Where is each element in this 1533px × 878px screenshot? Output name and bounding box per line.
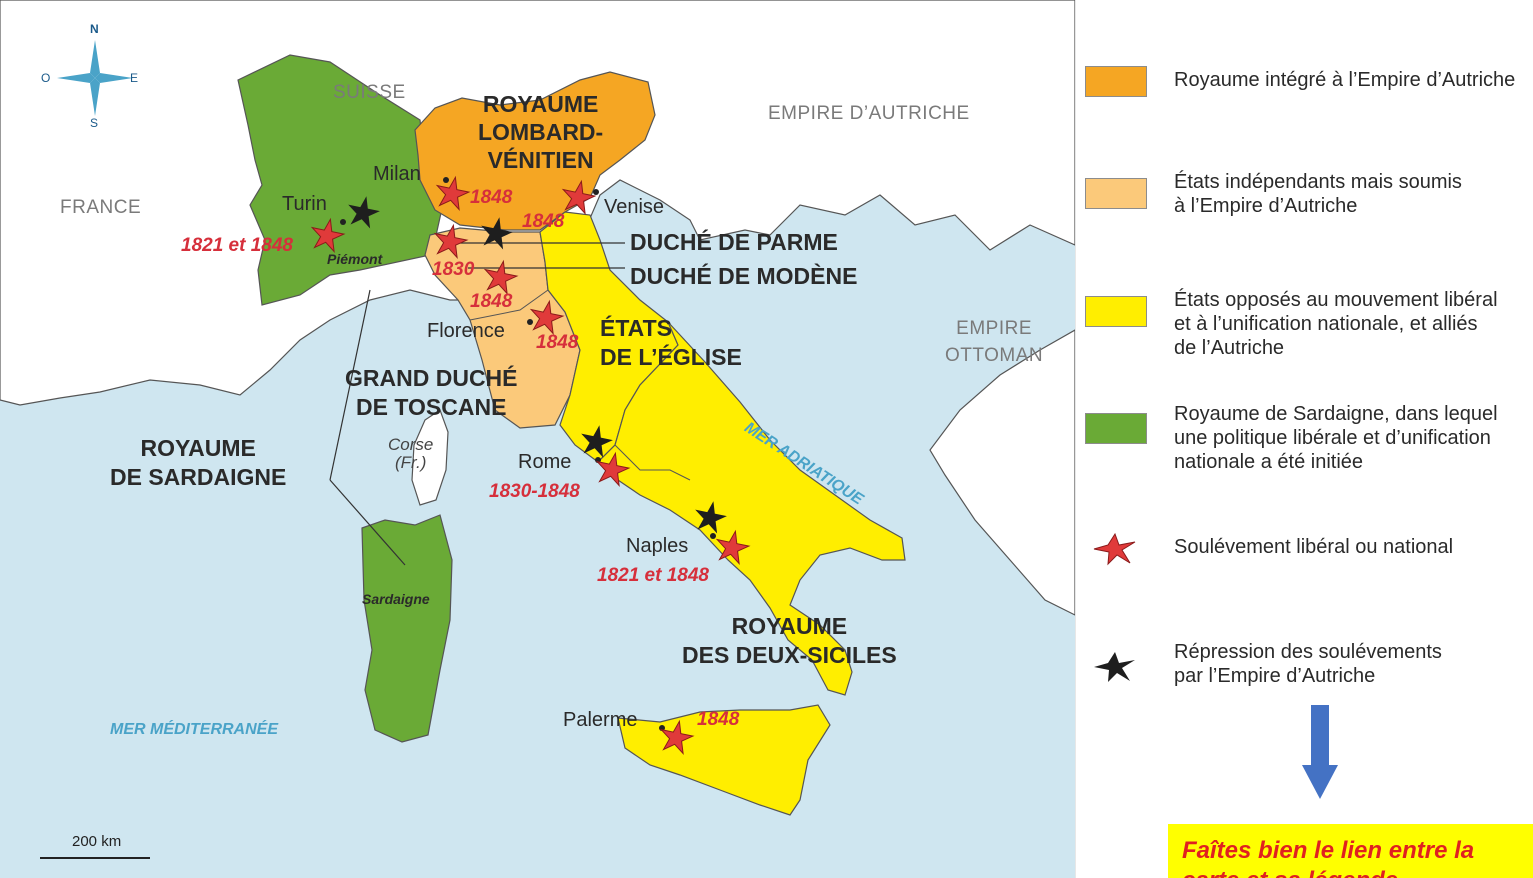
swatch-dependent-states bbox=[1085, 178, 1147, 209]
compass-north-label: N bbox=[90, 22, 99, 36]
corse-island bbox=[411, 409, 449, 506]
label-piemont: Piémont bbox=[327, 251, 383, 267]
label-papal-states: ÉTATS DE L’ÉGLISE bbox=[600, 315, 742, 370]
leader-line-sardaigne-island bbox=[329, 479, 406, 566]
red-star-venise bbox=[561, 179, 597, 215]
legend-text: Répression des soulévements par l’Empire… bbox=[1174, 641, 1442, 687]
black-star-parme bbox=[481, 217, 513, 250]
date-milan: 1848 bbox=[470, 187, 513, 208]
label-modene: DUCHÉ DE MODÈNE bbox=[630, 263, 858, 289]
label-suisse: SUISSE bbox=[333, 82, 406, 103]
label-city-milan: Milan bbox=[373, 163, 421, 185]
land-east bbox=[929, 329, 1075, 616]
label-france: FRANCE bbox=[60, 197, 142, 218]
date-venise: 1848 bbox=[522, 211, 565, 232]
legend-text: Royaume de Sardaigne, dans lequel une po… bbox=[1174, 403, 1498, 473]
city-dot-naples bbox=[710, 533, 716, 539]
internal-border bbox=[469, 289, 549, 321]
reminder-note-text: Faîtes bien le lien entre la carte et sa… bbox=[1182, 837, 1475, 878]
legend-panel: Royaume intégré à l’Empire d’Autriche Ét… bbox=[1075, 0, 1533, 878]
label-city-rome: Rome bbox=[518, 451, 572, 473]
compass-west-label: O bbox=[41, 71, 51, 85]
compass-east-label: E bbox=[130, 71, 139, 85]
label-city-florence: Florence bbox=[427, 320, 505, 342]
red-star-florence bbox=[529, 299, 565, 335]
date-parme: 1830 bbox=[432, 259, 475, 280]
swatch-opposed-states bbox=[1085, 296, 1147, 327]
red-star-palerme bbox=[659, 719, 695, 755]
city-dot-milan bbox=[443, 177, 449, 183]
date-turin: 1821 et 1848 bbox=[181, 235, 293, 256]
legend-text: Soulévement libéral ou national bbox=[1174, 536, 1454, 558]
date-rome: 1830-1848 bbox=[489, 481, 580, 502]
swatch-austria-integrated bbox=[1085, 66, 1147, 97]
arrow-down-icon bbox=[1302, 705, 1338, 799]
label-parme: DUCHÉ DE PARME bbox=[630, 229, 838, 255]
parme-modene-toscane-region bbox=[424, 227, 581, 429]
legend-text: États opposés au mouvement libéral et à … bbox=[1174, 289, 1498, 359]
city-dot-florence bbox=[527, 319, 533, 325]
label-lombard-venetian: ROYAUME LOMBARD- VÉNITIEN bbox=[478, 91, 604, 173]
compass-rose-icon bbox=[57, 40, 133, 116]
label-toscane: GRAND DUCHÉ DE TOSCANE bbox=[345, 365, 518, 420]
black-star-icon bbox=[1094, 652, 1135, 682]
sardaigne-island bbox=[361, 514, 453, 743]
black-star-rome bbox=[581, 425, 613, 458]
legend-text: États indépendants mais soumis à l’Empir… bbox=[1174, 171, 1462, 217]
piemont-region bbox=[237, 54, 446, 306]
leader-line-sardaigne bbox=[329, 289, 371, 481]
legend-text: Royaume intégré à l’Empire d’Autriche bbox=[1174, 69, 1516, 91]
red-star-icon bbox=[1093, 532, 1136, 566]
red-star-milan bbox=[435, 175, 471, 211]
label-city-palerme: Palerme bbox=[563, 709, 638, 731]
black-star-naples bbox=[695, 501, 727, 534]
red-star-parme bbox=[433, 223, 469, 259]
label-empire-autriche: EMPIRE D’AUTRICHE bbox=[768, 103, 970, 124]
compass-south-label: S bbox=[90, 116, 99, 130]
label-two-sicilies: ROYAUME DES DEUX-SICILES bbox=[682, 613, 897, 668]
red-star-naples bbox=[715, 529, 751, 565]
label-mer-mediterranee: MER MÉDITERRANÉE bbox=[110, 721, 279, 738]
date-palerme: 1848 bbox=[697, 709, 740, 730]
swatch-sardinia bbox=[1085, 413, 1147, 444]
date-modene: 1848 bbox=[470, 291, 513, 312]
date-naples: 1821 et 1848 bbox=[597, 565, 709, 586]
red-star-rome bbox=[595, 451, 631, 487]
legend-divider bbox=[1075, 0, 1076, 878]
red-star-modene bbox=[483, 259, 519, 295]
map-panel: N S E O 200 km SUISSE FRANCE EMPIRE D’AU… bbox=[0, 0, 1075, 878]
label-city-turin: Turin bbox=[282, 193, 327, 215]
label-city-naples: Naples bbox=[626, 535, 689, 557]
red-star-turin bbox=[310, 217, 346, 253]
map-drawing bbox=[0, 0, 1075, 878]
lombard-venetian-region bbox=[414, 71, 656, 231]
label-corse: Corse (Fr.) bbox=[388, 435, 434, 472]
label-empire-ottoman: EMPIRE OTTOMAN bbox=[945, 318, 1044, 366]
black-star-turin bbox=[348, 196, 380, 229]
city-dot-venise bbox=[593, 189, 599, 195]
city-dot-turin bbox=[340, 219, 346, 225]
label-sardaigne-island: Sardaigne bbox=[362, 591, 430, 607]
reminder-note: Faîtes bien le lien entre la carte et sa… bbox=[1168, 824, 1533, 878]
date-florence: 1848 bbox=[536, 332, 579, 353]
label-sardaigne-kingdom: ROYAUME DE SARDAIGNE bbox=[110, 435, 287, 490]
label-city-venise: Venise bbox=[604, 196, 665, 218]
scale-label: 200 km bbox=[72, 833, 122, 850]
internal-border bbox=[614, 444, 691, 481]
